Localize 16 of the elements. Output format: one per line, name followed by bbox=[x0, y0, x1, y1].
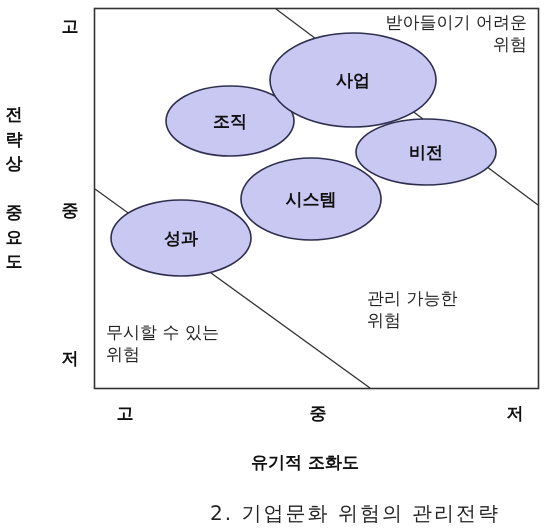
axis-tick-label: 중 bbox=[62, 200, 78, 222]
topic-ellipse: 사업 bbox=[269, 32, 437, 128]
topic-ellipse: 조직 bbox=[165, 85, 295, 157]
axis-tick-label: 중 bbox=[310, 402, 326, 424]
axis-title: 전략상 중요도 bbox=[4, 104, 24, 274]
axis-tick-label: 고 bbox=[116, 402, 134, 424]
axis-tick-label: 고 bbox=[62, 16, 78, 38]
figure-caption: 2. 기업문화 위험의 관리전략 bbox=[210, 500, 500, 526]
topic-ellipse: 성과 bbox=[110, 199, 252, 277]
axis-tick-label: 저 bbox=[62, 348, 78, 370]
axis-title: 유기적 조화도 bbox=[251, 452, 359, 474]
region-label: 관리 가능한 위험 bbox=[367, 288, 458, 332]
topic-ellipse: 비전 bbox=[355, 118, 497, 186]
topic-ellipse: 시스템 bbox=[240, 157, 382, 241]
region-label: 무시할 수 있는 위험 bbox=[106, 322, 220, 366]
axis-tick-label: 저 bbox=[506, 402, 524, 424]
